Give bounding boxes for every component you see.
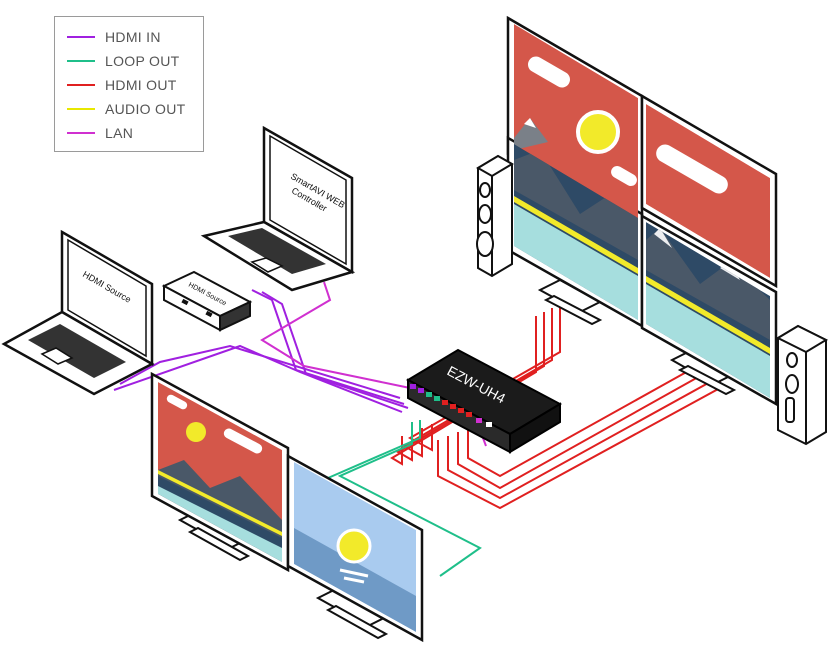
legend: HDMI IN LOOP OUT HDMI OUT AUDIO OUT LAN: [54, 16, 204, 152]
keyboard-icon: [228, 228, 326, 274]
source-box: [161, 270, 253, 332]
wall-stand-right: [669, 348, 737, 396]
wall-screen-top-left: [514, 24, 638, 224]
matrix-switch: [405, 348, 563, 454]
legend-label: LAN: [105, 125, 134, 141]
legend-swatch: [67, 36, 95, 38]
legend-item-hdmi-out: HDMI OUT: [67, 75, 177, 95]
monitor-2-screen: [294, 462, 416, 632]
loop-monitor-2: [286, 453, 424, 643]
source-laptop: [1, 229, 155, 396]
legend-label: HDMI OUT: [105, 77, 177, 93]
matrix-ports: [410, 384, 492, 427]
legend-label: HDMI IN: [105, 29, 161, 45]
legend-item-audio-out: AUDIO OUT: [67, 99, 185, 119]
hdmi-in-cables: [119, 289, 409, 409]
wall-screen-bottom-left: [514, 144, 638, 320]
keyboard-icon: [28, 324, 126, 378]
video-wall: [506, 15, 778, 407]
legend-label: AUDIO OUT: [105, 101, 186, 117]
controller-laptop: [200, 125, 356, 292]
speaker-right: [775, 324, 829, 446]
wall-screen-bottom-right: [646, 222, 770, 398]
loop-monitor-1: [150, 371, 290, 573]
legend-item-lan: LAN: [67, 123, 133, 143]
speaker-left: [476, 154, 514, 278]
wall-stand-left: [537, 278, 603, 326]
legend-label: LOOP OUT: [105, 53, 180, 69]
legend-swatch: [67, 84, 95, 86]
monitor-1-screen: [158, 382, 282, 562]
legend-swatch: [67, 60, 95, 62]
legend-swatch: [67, 108, 95, 110]
hdmi-in-source-cable: [113, 344, 403, 413]
legend-item-hdmi-in: HDMI IN: [67, 27, 161, 47]
legend-item-loop-out: LOOP OUT: [67, 51, 180, 71]
wall-screen-top-right: [646, 104, 770, 278]
legend-swatch: [67, 132, 95, 134]
